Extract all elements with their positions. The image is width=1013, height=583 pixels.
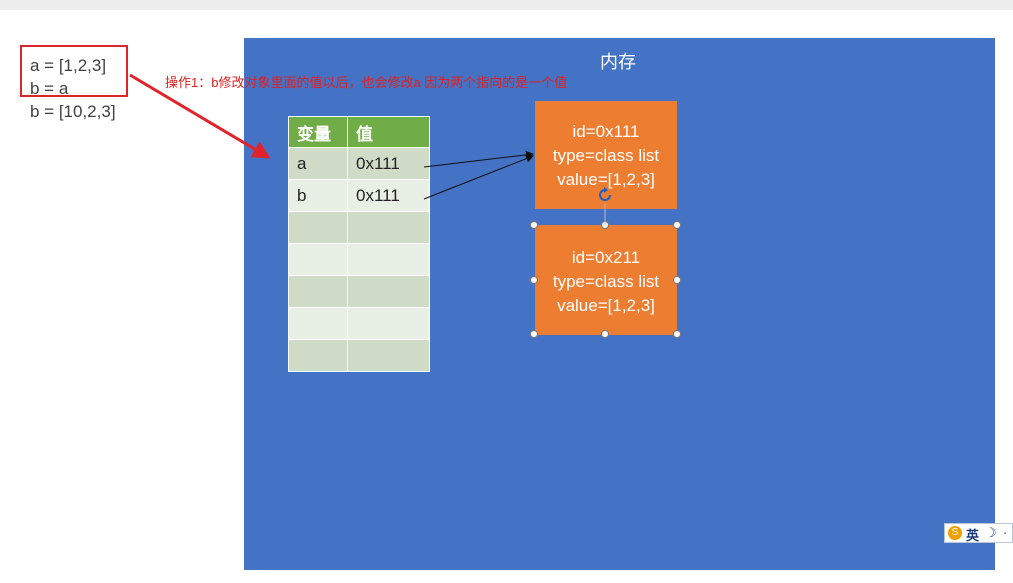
rotate-icon[interactable]	[596, 186, 614, 204]
annotation-text: 操作1：b修改对象里面的值以后，也会修改a 因为两个指向的是一个值	[165, 75, 568, 90]
variable-table-header: 变量 值	[288, 116, 430, 148]
object-id: id=0x211	[571, 248, 641, 267]
code-line-3: b = [10,2,3]	[30, 102, 116, 121]
reference-arrow-b	[423, 154, 534, 200]
resize-handle[interactable]	[673, 330, 681, 338]
resize-handle[interactable]	[673, 276, 681, 284]
variable-name: a	[288, 147, 348, 180]
object-value: value=[1,2,3]	[557, 296, 655, 315]
code-line-1: a = [1,2,3]	[30, 56, 107, 75]
variable-value: 0x111	[347, 147, 430, 180]
ime-logo-icon: S	[948, 526, 962, 540]
object-type: type=class list	[552, 146, 660, 165]
ime-status-bar[interactable]: S 英 ☽ ·	[944, 523, 1013, 543]
reference-arrow-a	[423, 150, 534, 168]
memory-title: 内存	[600, 52, 636, 72]
table-row: b 0x111	[288, 179, 430, 212]
header-value: 值	[347, 116, 430, 148]
object-type: type=class list	[552, 272, 660, 291]
object-id: id=0x111	[572, 122, 640, 141]
code-line-2: b = a	[30, 79, 69, 98]
table-row: a 0x111	[288, 147, 430, 180]
ime-language-toggle[interactable]: 英	[966, 528, 980, 543]
table-row-empty	[288, 211, 430, 244]
code-highlight-box	[20, 45, 128, 97]
memory-object-2[interactable]: id=0x211 type=class list value=[1,2,3]	[535, 225, 677, 335]
resize-handle[interactable]	[530, 330, 538, 338]
resize-handle[interactable]	[530, 276, 538, 284]
resize-handle[interactable]	[530, 221, 538, 229]
annotation-arrow	[129, 73, 271, 159]
table-row-empty	[288, 275, 430, 308]
variable-table: 变量 值 a 0x111 b 0x111	[288, 116, 430, 372]
header-variable: 变量	[288, 116, 348, 148]
variable-value: 0x111	[347, 179, 430, 212]
resize-handle[interactable]	[673, 221, 681, 229]
moon-icon[interactable]: ☽	[985, 525, 997, 540]
table-row-empty	[288, 339, 430, 372]
resize-handle[interactable]	[601, 330, 609, 338]
table-row-empty	[288, 243, 430, 276]
variable-name: b	[288, 179, 348, 212]
object-value: value=[1,2,3]	[557, 170, 655, 189]
table-row-empty	[288, 307, 430, 340]
punctuation-icon[interactable]: ·	[1003, 525, 1008, 540]
